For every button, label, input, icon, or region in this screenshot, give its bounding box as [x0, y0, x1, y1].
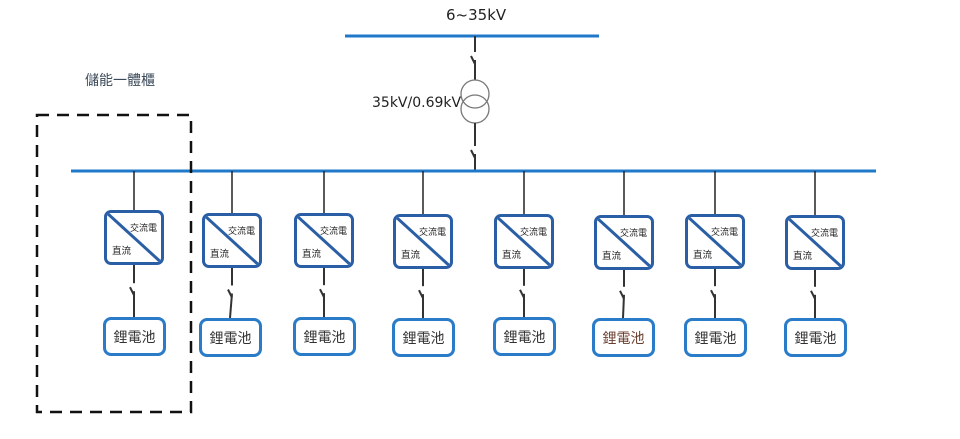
ac-dc-diagonal-icon: [297, 216, 351, 265]
ac-label: 交流電: [619, 229, 647, 239]
lithium-battery: 鋰電池: [199, 318, 262, 357]
converter-pcs: 交流電 直流: [294, 213, 354, 268]
ac-label: 交流電: [319, 227, 347, 237]
dc-switch-icon: [710, 269, 716, 318]
dc-label: 直流: [693, 250, 713, 261]
converter-pcs: 交流電 直流: [685, 214, 745, 269]
dc-switch-icon: [619, 270, 625, 319]
transformer-icon: [460, 79, 490, 124]
ac-dc-diagonal-icon: [597, 218, 651, 267]
dc-switch-icon: [810, 270, 816, 318]
dc-switch-icon: [519, 269, 525, 317]
ac-label: 交流電: [519, 228, 547, 238]
lithium-battery: 鋰電池: [684, 318, 747, 357]
converter-pcs: 交流電 直流: [494, 214, 554, 269]
dc-switch-icon: [129, 265, 135, 317]
lithium-battery: 鋰電池: [592, 318, 655, 357]
dc-switch-icon: [319, 268, 325, 317]
ac-label: 交流電: [227, 227, 255, 237]
lithium-battery: 鋰電池: [493, 317, 556, 356]
lithium-battery: 鋰電池: [392, 318, 455, 357]
dc-label: 直流: [502, 250, 522, 261]
cabinet-outline: [35, 113, 193, 414]
converter-pcs: 交流電 直流: [594, 215, 654, 270]
dc-label: 直流: [302, 249, 322, 260]
dc-label: 直流: [401, 250, 421, 261]
dc-label: 直流: [793, 251, 813, 262]
ac-dc-diagonal-icon: [205, 216, 259, 265]
dc-switch-icon: [227, 268, 233, 319]
ac-dc-diagonal-icon: [688, 217, 742, 266]
dc-label: 直流: [602, 251, 622, 262]
ac-label: 交流電: [418, 228, 446, 238]
cabinet-label: 儲能一體櫃: [85, 73, 155, 89]
lv-switch: [470, 123, 476, 171]
converter-pcs: 交流電 直流: [785, 215, 845, 270]
converter-pcs: 交流電 直流: [104, 210, 164, 265]
ac-label: 交流電: [710, 228, 738, 238]
ac-dc-diagonal-icon: [497, 217, 551, 266]
grid-voltage-label: 6~35kV: [446, 6, 507, 24]
ac-label: 交流電: [810, 229, 838, 239]
dc-switch-icon: [418, 269, 424, 318]
lithium-battery: 鋰電池: [784, 318, 847, 357]
ac-dc-diagonal-icon: [788, 218, 842, 267]
transformer-ratio-label: 35kV/0.69kV: [372, 95, 462, 111]
hv-switch: [470, 36, 476, 80]
dc-label: 直流: [210, 249, 230, 260]
converter-pcs: 交流電 直流: [393, 214, 453, 269]
ac-dc-diagonal-icon: [396, 217, 450, 266]
converter-pcs: 交流電 直流: [202, 213, 262, 268]
dc-label: 直流: [112, 246, 132, 257]
lithium-battery: 鋰電池: [293, 317, 356, 356]
ac-dc-diagonal-icon: [107, 213, 161, 262]
lithium-battery: 鋰電池: [103, 317, 166, 356]
ac-label: 交流電: [129, 224, 157, 234]
